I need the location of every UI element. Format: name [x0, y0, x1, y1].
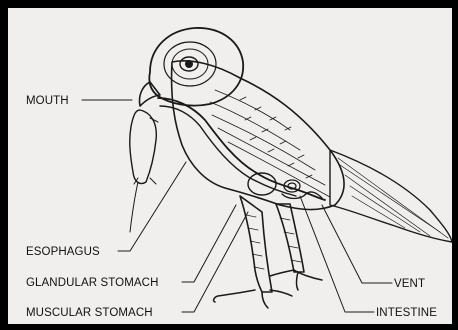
label-vent: VENT: [394, 278, 425, 290]
owl-illustration: [130, 28, 452, 308]
label-muscular-stomach: MUSCULAR STOMACH: [26, 307, 153, 319]
vent-leader: [322, 205, 392, 283]
intestine-leader: [300, 196, 374, 312]
esophagus-leader: [118, 162, 186, 251]
label-esophagus: ESOPHAGUS: [26, 246, 100, 258]
label-glandular-stomach: GLANDULAR STOMACH: [26, 277, 158, 289]
glandular-stomach-leader: [182, 205, 236, 282]
label-intestine: INTESTINE: [376, 307, 437, 319]
label-mouth: MOUTH: [26, 95, 69, 107]
